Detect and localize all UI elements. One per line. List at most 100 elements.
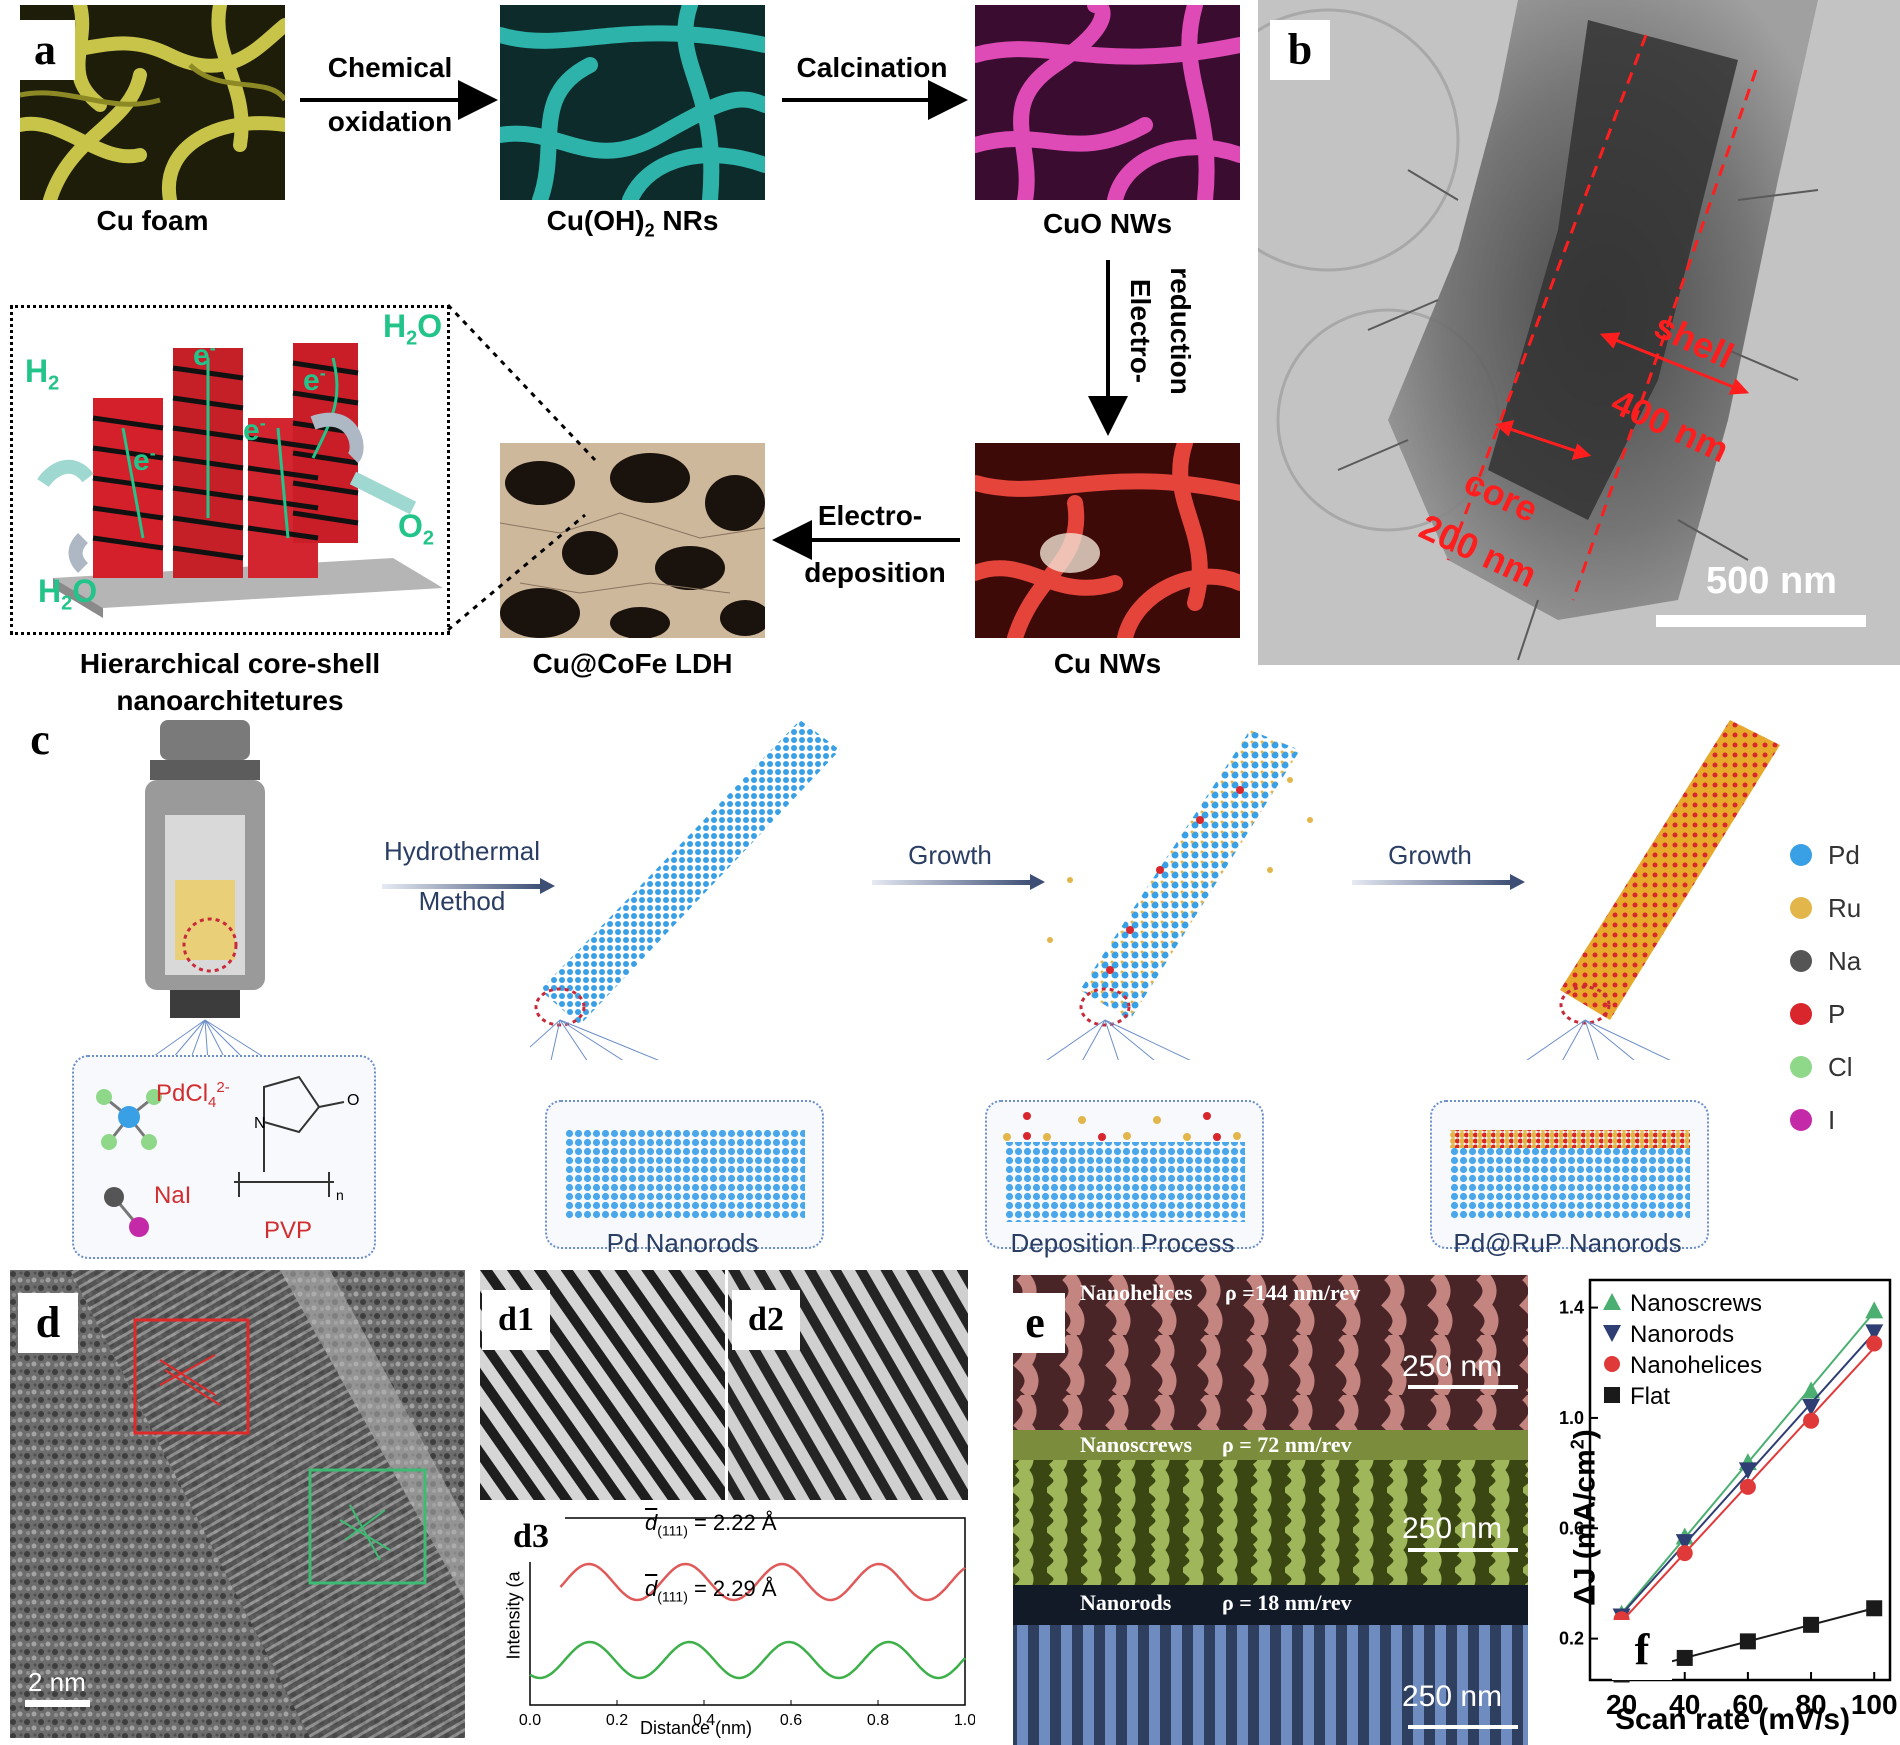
schema-h2: H2: [25, 353, 60, 395]
legend-label: Pd: [1828, 840, 1860, 870]
f-point-flat: [1739, 1633, 1756, 1650]
f-legend-marker-nanoscrews: [1603, 1293, 1621, 1310]
pd-rup-nanorods-caption: Pd@RuP Nanorods: [1453, 1228, 1682, 1258]
electrodeposition-label: Electro-: [817, 500, 923, 531]
zoom-dotted-lines: [446, 303, 597, 632]
f-legend-marker-nanorods: [1603, 1325, 1621, 1342]
f-y-tick-label: 1.0: [1559, 1408, 1584, 1428]
panel-a-arrows: [300, 80, 1128, 560]
pvp-label: PVP: [264, 1217, 313, 1244]
f-legend-label: Flat: [1630, 1383, 1670, 1410]
legend-dot: [1790, 897, 1812, 919]
electrodeposition-label-2: deposition: [804, 557, 946, 588]
d3-x-tick-label: 0.2: [606, 1712, 628, 1729]
nanorods-tag: Nanorods: [1080, 1590, 1172, 1615]
pvp-o-label: O: [347, 1092, 360, 1109]
pd-lattice-box: [545, 1100, 824, 1249]
schema-electron-2: e-: [303, 363, 326, 397]
f-point-flat: [1676, 1649, 1693, 1666]
schema-o2: O2: [398, 508, 435, 550]
legend-dot: [1790, 950, 1812, 972]
deposition-nanorod: [1046, 730, 1313, 1060]
chemical-oxidation-label: Chemical: [327, 52, 453, 83]
nanohelices-scale: 250 nm: [1402, 1350, 1503, 1383]
f-x-tick-label: 80: [1795, 1689, 1826, 1720]
schema-electron-4: e-: [133, 443, 156, 477]
f-point-nanorods: [1802, 1398, 1821, 1416]
deposition-process-caption: Deposition Process: [1010, 1228, 1235, 1258]
f-y-tick-label: 0.2: [1559, 1629, 1584, 1649]
cuoh2-caption: Cu(OH)2 NRs: [546, 205, 719, 241]
f-y-tick-label: 0.6: [1559, 1518, 1584, 1538]
pvp-n-label: N: [254, 1115, 266, 1132]
d3-series-0: [559, 1562, 966, 1602]
nanohelices-sem: [1013, 1275, 1528, 1430]
d3-y-axis-label: Intensity (a: [503, 1571, 524, 1660]
d3-series-1: [529, 1640, 966, 1680]
nanoscrews-sem: [1013, 1430, 1528, 1585]
panel-f-y-axis-label: ΔJ (mA/cm2): [1567, 1429, 1602, 1606]
d3-annotation-1: d(111) = 2.22 Å: [645, 1510, 777, 1539]
legend-item-na: Na: [1790, 944, 1900, 984]
d3-x-tick-label: 0.6: [780, 1712, 802, 1729]
hierarchical-caption-1: Hierarchical core-shell: [79, 648, 381, 679]
panel-b-scale-label: 500 nm: [1706, 560, 1837, 602]
fft-image-d1: [480, 1270, 725, 1500]
panel-label-d2: d2: [732, 1290, 800, 1350]
f-legend-label: Nanohelices: [1630, 1352, 1762, 1379]
f-point-flat: [1803, 1616, 1820, 1633]
method-label: Method: [418, 886, 506, 916]
panel-label-f: f: [1612, 1620, 1672, 1680]
f-point-nanorods: [1865, 1324, 1884, 1342]
f-point-nanorods: [1738, 1462, 1757, 1480]
legend-item-ru: Ru: [1790, 891, 1900, 931]
growth-label-2: Growth: [1388, 840, 1472, 870]
f-x-tick-label: 100: [1851, 1689, 1898, 1720]
panel-label-e: e: [1005, 1293, 1065, 1353]
f-point-nanoscrews: [1802, 1381, 1821, 1399]
f-point-nanohelices: [1866, 1335, 1883, 1352]
hrtem-image: [10, 1270, 465, 1738]
f-point-nanoscrews: [1865, 1301, 1884, 1319]
d3-x-tick-label: 0.4: [693, 1712, 715, 1729]
panel-f-x-axis-label: Scan rate (mV/s): [1615, 1703, 1851, 1736]
legend-item-p: P: [1790, 997, 1900, 1037]
legend-label: P: [1828, 999, 1846, 1029]
f-point-nanohelices: [1739, 1478, 1756, 1495]
panel-label-d3: d3: [497, 1512, 565, 1562]
cuo-caption: CuO NWs: [1042, 208, 1173, 239]
cu-foam-image: [20, 5, 285, 200]
f-legend-label: Nanoscrews: [1630, 1290, 1762, 1317]
pd-rup-lattice-box: [1430, 1100, 1709, 1249]
nanohelices-tag: Nanohelices: [1080, 1280, 1193, 1305]
core-shell-illustration: [37, 343, 443, 618]
legend-item-i: I: [1790, 1103, 1900, 1143]
legend-label: Ru: [1828, 893, 1862, 923]
schema-h2o-top: H2O: [383, 308, 443, 350]
d3-plot-frame: [529, 1517, 966, 1706]
d3-x-axis-label: Distance (nm): [640, 1718, 753, 1738]
legend-label: Cl: [1828, 1052, 1853, 1082]
nanorods-scale: 250 nm: [1402, 1680, 1503, 1713]
hierarchical-schematic: H2O H2 O2 H2O e- e- e- e-: [10, 305, 450, 635]
d3-x-tick-label: 0.0: [519, 1712, 541, 1729]
f-point-nanorods: [1675, 1534, 1694, 1552]
f-plot-frame: [1588, 1278, 1892, 1682]
pd-nanorods-caption: Pd Nanorods: [606, 1228, 759, 1258]
d3-x-tick-label: 0.8: [867, 1712, 889, 1729]
panel-b: b shell 400 nm core 200 nm 500 nm: [1258, 0, 1900, 665]
panel-label-d: d: [18, 1293, 78, 1353]
autoclave-illustration: [119, 720, 301, 1091]
legend-label: Na: [1828, 946, 1862, 976]
pd-rup-nanorod: [1526, 720, 1780, 1060]
legend-item-cl: Cl: [1790, 1050, 1900, 1090]
pd-nanorod: [530, 720, 840, 1060]
nanorods-sem: [1013, 1585, 1528, 1745]
panel-label-c: c: [10, 710, 70, 770]
legend-label: I: [1828, 1105, 1836, 1135]
chemical-oxidation-label-2: oxidation: [327, 106, 453, 137]
precursor-box: PdCl42- NaI PVP O N n: [72, 1055, 376, 1259]
precursor-molecules: [96, 1075, 345, 1237]
tem-image: [1258, 0, 1866, 661]
